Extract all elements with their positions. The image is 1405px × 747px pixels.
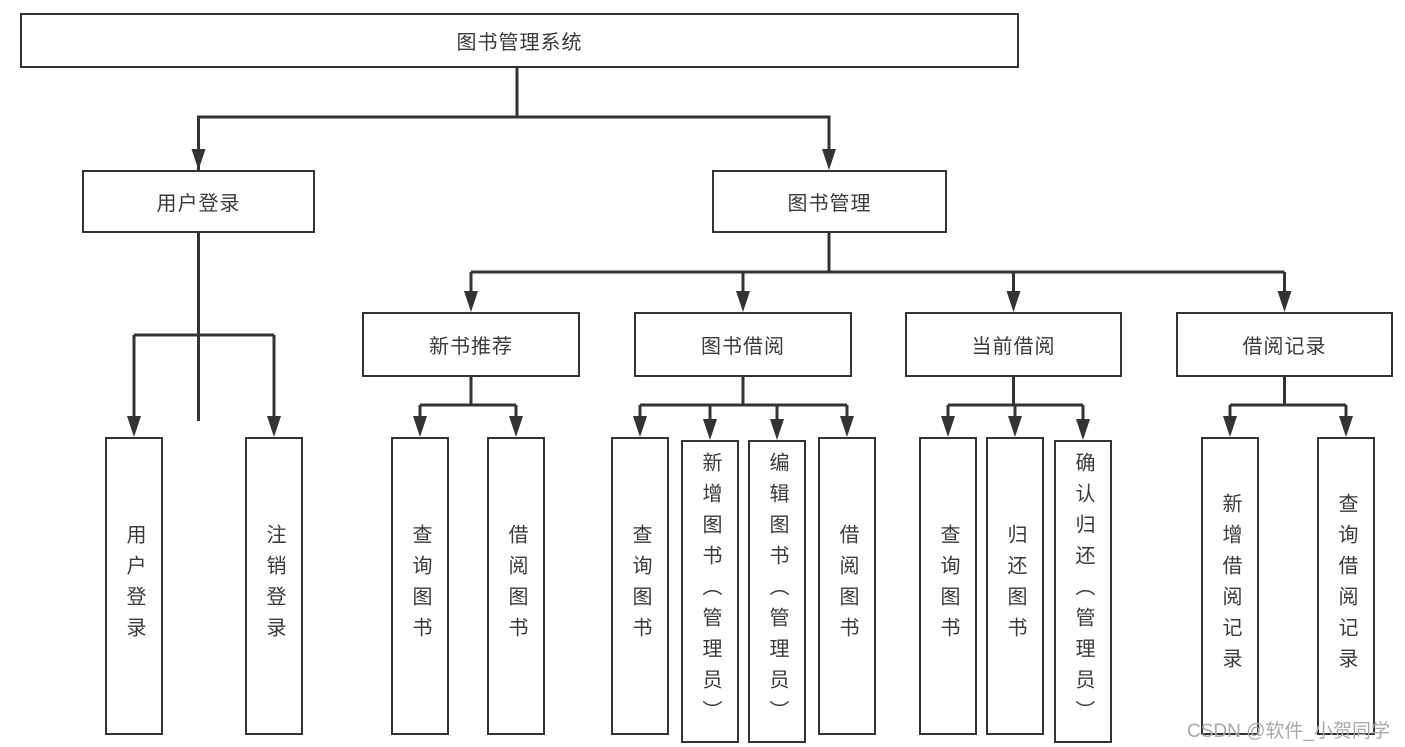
connector-root-to-level2 (191, 68, 836, 421)
node-label: 图书管理 (787, 193, 872, 215)
arrowhead-down-icon (127, 416, 141, 437)
node-current-borrow: 当前借阅 (905, 312, 1122, 377)
connector-newbooks-to-leaves (413, 377, 523, 437)
node-label: 借阅记录 (1242, 336, 1327, 358)
arrowhead-down-icon (1008, 416, 1022, 437)
arrowhead-down-icon (822, 149, 836, 170)
connector-borrow-to-leaves (633, 377, 854, 440)
node-label: 编辑图书（管理员） (766, 452, 788, 731)
arrowhead-down-icon (1006, 291, 1021, 312)
node-user-login: 用户登录 (82, 170, 315, 233)
leaf-confirm-return-admin: 确认归还（管理员） (1054, 440, 1112, 743)
node-root-system: 图书管理系统 (20, 13, 1019, 68)
node-book-borrow: 图书借阅 (634, 312, 852, 377)
leaf-query-books-borrow: 查询图书 (611, 437, 669, 735)
node-book-management: 图书管理 (712, 170, 947, 233)
connector-line (132, 233, 276, 423)
node-label: 图书借阅 (701, 336, 785, 358)
arrowhead-down-icon (413, 416, 427, 437)
arrowhead-down-icon (1277, 291, 1292, 312)
arrowhead-down-icon (1223, 416, 1237, 437)
leaf-user-login: 用户登录 (105, 437, 163, 735)
node-label: 借阅图书 (505, 524, 527, 648)
node-new-book-recommend: 新书推荐 (362, 312, 580, 377)
arrowhead-down-icon (464, 291, 478, 312)
csdn-watermark: CSDN @软件_小贺同学 (1187, 721, 1390, 742)
node-label: 图书管理系统 (456, 32, 583, 54)
node-label: 确认归还（管理员） (1072, 452, 1094, 731)
connector-login-to-leaves (127, 233, 281, 437)
node-label: 借阅图书 (836, 524, 858, 648)
node-label: 当前借阅 (971, 336, 1056, 358)
arrowhead-down-icon (191, 149, 206, 170)
connector-mgmt-to-level3 (464, 233, 1292, 312)
node-label: 注销登录 (263, 524, 285, 648)
node-label: 新书推荐 (429, 336, 513, 358)
node-label: 新增借阅记录 (1219, 493, 1241, 679)
node-label: 查询借阅记录 (1335, 493, 1357, 679)
arrowhead-down-icon (509, 416, 523, 437)
node-label: 用户登录 (123, 524, 145, 648)
leaf-query-books-current: 查询图书 (919, 437, 977, 735)
leaf-add-borrow-record: 新增借阅记录 (1201, 437, 1259, 735)
leaf-logout: 注销登录 (245, 437, 303, 735)
leaf-return-books: 归还图书 (986, 437, 1044, 735)
arrowhead-down-icon (1076, 419, 1090, 440)
arrowhead-down-icon (770, 419, 784, 440)
connector-line (469, 233, 1286, 298)
leaf-query-borrow-record: 查询借阅记录 (1317, 437, 1375, 735)
connector-line (1228, 377, 1348, 423)
leaf-query-books-recommend: 查询图书 (391, 437, 449, 735)
node-label: 用户登录 (156, 193, 241, 215)
leaf-edit-books-admin: 编辑图书（管理员） (748, 440, 806, 743)
leaf-add-books-admin: 新增图书（管理员） (681, 440, 739, 743)
node-label: 查询图书 (409, 524, 431, 648)
connector-line (946, 377, 1085, 426)
connector-line (418, 377, 518, 423)
node-borrow-records: 借阅记录 (1176, 312, 1393, 377)
node-label: 查询图书 (629, 524, 651, 648)
node-label: 查询图书 (937, 524, 959, 648)
arrowhead-down-icon (736, 291, 750, 312)
connector-line (638, 377, 849, 426)
arrowhead-down-icon (1339, 416, 1353, 437)
arrowhead-down-icon (267, 416, 281, 437)
connector-line (197, 68, 831, 421)
node-label: 新增图书（管理员） (699, 452, 721, 731)
arrowhead-down-icon (703, 419, 717, 440)
connector-records-to-leaves (1223, 377, 1353, 437)
arrowhead-down-icon (840, 416, 854, 437)
leaf-borrow-books: 借阅图书 (818, 437, 876, 735)
arrowhead-down-icon (941, 416, 955, 437)
connector-current-to-leaves (941, 377, 1090, 440)
connector-line (197, 117, 831, 156)
leaf-borrow-books-recommend: 借阅图书 (487, 437, 545, 735)
arrowhead-down-icon (633, 416, 647, 437)
node-label: 归还图书 (1004, 524, 1026, 648)
